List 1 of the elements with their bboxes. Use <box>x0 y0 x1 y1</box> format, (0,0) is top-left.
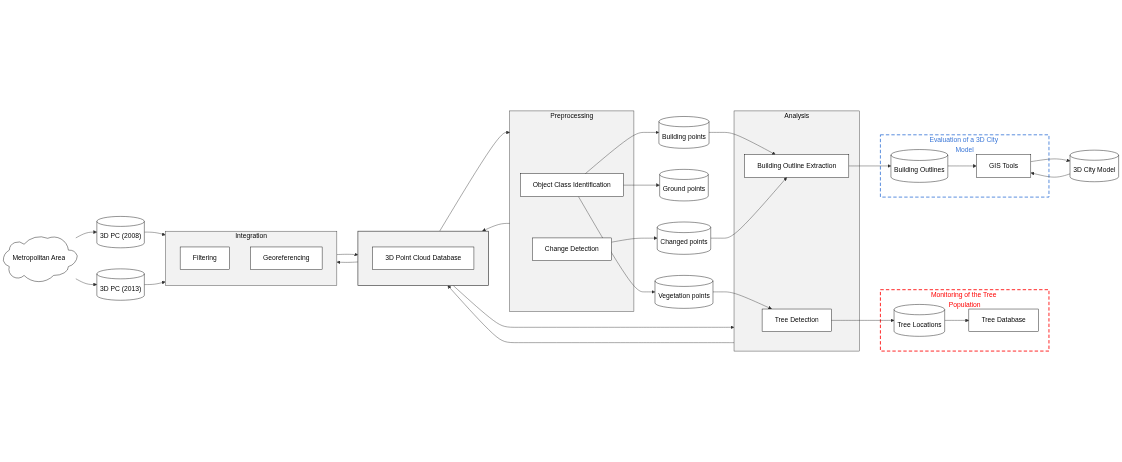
cluster <box>357 230 489 286</box>
